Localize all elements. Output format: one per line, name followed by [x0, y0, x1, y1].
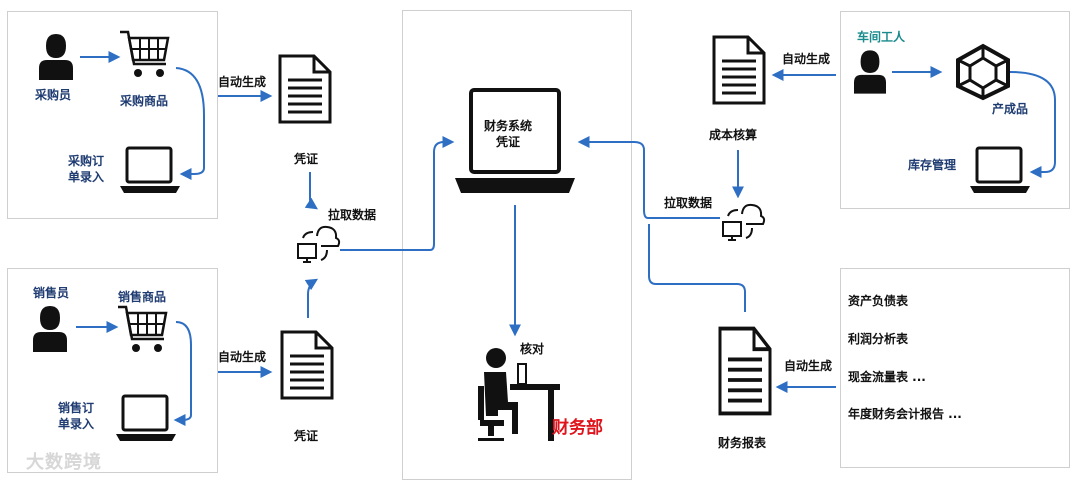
auto-gen-label: 自动生成 — [784, 359, 833, 373]
laptop-icon — [120, 146, 180, 193]
arrow-voucher-bottom-to-sync — [304, 278, 319, 318]
document-icon — [712, 35, 766, 105]
person-icon — [39, 34, 73, 80]
purchase-order-entry-label: 采购订 单录入 — [68, 154, 105, 184]
document-icon — [280, 330, 334, 400]
document-icon — [278, 54, 332, 124]
cloud-sync-icon — [722, 203, 766, 241]
purchase-box — [7, 11, 218, 219]
pull-data-label: 拉取数据 — [664, 196, 713, 210]
voucher-label: 凭证 — [294, 152, 319, 166]
document-icon — [718, 326, 772, 416]
cube-icon — [956, 43, 1010, 101]
arrow-sync-to-system — [340, 136, 455, 251]
arrow-reports-to-system — [648, 224, 746, 312]
auto-gen-label: 自动生成 — [218, 350, 267, 364]
buyer-label: 采购员 — [35, 88, 72, 102]
product-label: 产成品 — [992, 102, 1029, 116]
report-item: 利润分析表 — [848, 332, 909, 346]
arrow-sales-goods-to-entry — [173, 321, 192, 426]
report-item: 年度财务会计报告 ... — [848, 407, 962, 421]
auto-gen-label: 自动生成 — [218, 75, 267, 89]
shopping-cart-icon — [118, 305, 168, 352]
shopping-cart-icon — [120, 30, 170, 77]
seller-label: 销售员 — [33, 286, 70, 300]
auto-gen-label: 自动生成 — [782, 52, 831, 66]
pull-data-label: 拉取数据 — [328, 208, 377, 222]
verify-label: 核对 — [520, 342, 545, 356]
system-title-label: 财务系统 凭证 — [484, 119, 533, 149]
watermark: 大数跨境 — [26, 452, 102, 473]
sales-box — [7, 268, 218, 473]
sales-order-entry-label: 销售订 单录入 — [58, 401, 95, 431]
reports-box — [840, 268, 1070, 468]
sales-goods-label: 销售商品 — [118, 290, 167, 304]
laptop-icon — [970, 146, 1030, 193]
arrow-goods-to-entry — [175, 67, 205, 180]
report-item: 资产负债表 — [848, 294, 909, 308]
laptop-icon — [455, 88, 575, 193]
report-item: 现金流量表 ... — [848, 370, 926, 384]
desk-worker-icon — [478, 348, 560, 441]
cost-accounting-label: 成本核算 — [709, 128, 758, 142]
finance-dept-label: 财务部 — [552, 418, 603, 438]
purchase-goods-label: 采购商品 — [120, 94, 169, 108]
arrow-sync-to-system-right — [577, 136, 720, 219]
laptop-icon — [116, 394, 176, 441]
inventory-label: 库存管理 — [908, 158, 957, 172]
person-icon — [33, 306, 67, 352]
person-icon — [854, 50, 886, 94]
financial-reports-label: 财务报表 — [718, 436, 767, 450]
cloud-sync-icon — [297, 225, 341, 263]
worker-label: 车间工人 — [857, 30, 906, 44]
voucher-label: 凭证 — [294, 429, 319, 443]
arrow-voucher-to-sync — [304, 172, 318, 210]
arrow-product-to-inventory — [1009, 71, 1056, 178]
